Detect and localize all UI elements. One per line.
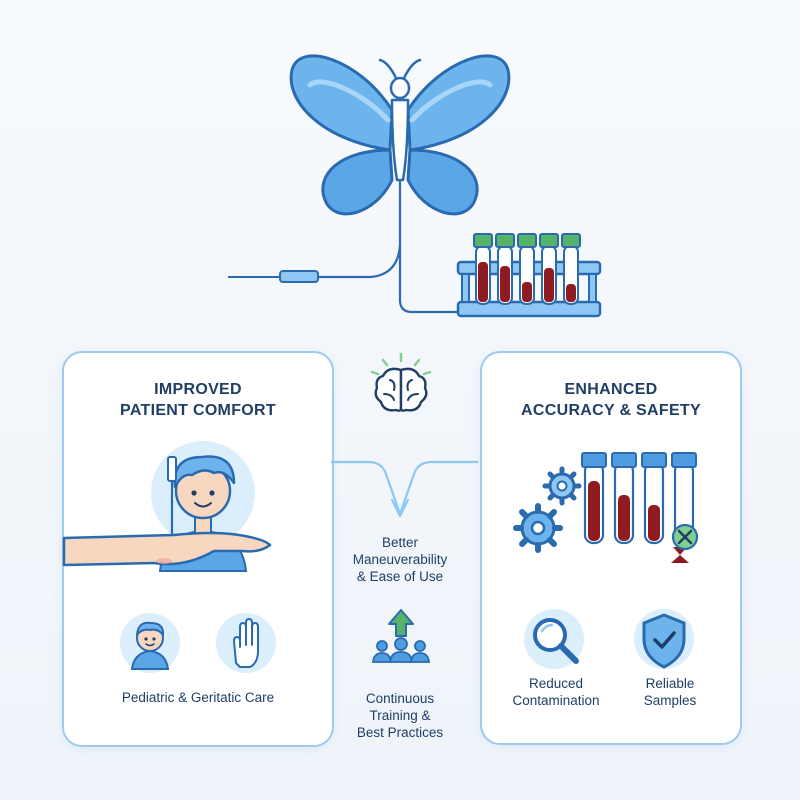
butterfly-needle-icon — [228, 54, 511, 314]
accuracy-safety-title-line1: ENHANCED — [564, 381, 658, 398]
brain-icon — [370, 352, 432, 412]
gears-icon — [513, 466, 582, 553]
reliable-samples-line1: Reliable — [645, 676, 695, 691]
maneuverability-line1: Better — [381, 535, 419, 550]
patient-comfort-title-line1: IMPROVED — [154, 381, 242, 398]
test-tube-rack-icon — [456, 233, 602, 318]
maneuverability-benefit-label: Better Maneuverability & Ease of Use — [335, 534, 465, 585]
team-growth-icon — [371, 609, 431, 663]
patient-comfort-card: IMPROVED PATIENT COMFORT Pediatric — [62, 351, 334, 747]
reliable-samples-label: Reliable Samples — [610, 675, 730, 709]
pediatric-geriatric-caption: Pediatric & Geritatic Care — [121, 690, 275, 705]
accuracy-safety-card: ENHANCED ACCURACY & SAFETY — [480, 351, 742, 745]
accuracy-safety-title: ENHANCED ACCURACY & SAFETY — [482, 379, 740, 421]
patient-comfort-title-line2: PATIENT COMFORT — [120, 402, 276, 419]
reduced-contamination-line1: Reduced — [528, 676, 584, 691]
reliable-samples-line2: Samples — [643, 693, 697, 708]
accuracy-safety-title-line2: ACCURACY & SAFETY — [521, 402, 701, 419]
shield-check-icon — [634, 609, 694, 669]
reduced-contamination-line2: Contamination — [512, 693, 600, 708]
maneuverability-line3: & Ease of Use — [356, 569, 444, 584]
maneuverability-line2: Maneuverability — [352, 552, 448, 567]
elderly-hand-icon — [216, 613, 276, 673]
training-line1: Continuous — [365, 691, 435, 706]
patient-comfort-title: IMPROVED PATIENT COMFORT — [64, 379, 332, 421]
training-label: Continuous Training & Best Practices — [340, 690, 460, 741]
training-line3: Best Practices — [356, 725, 444, 740]
reduced-contamination-label: Reduced Contamination — [496, 675, 616, 709]
blood-sample-tubes-icon — [581, 452, 699, 563]
training-line2: Training & — [369, 708, 431, 723]
child-patient-icon — [120, 613, 180, 673]
magnifier-icon — [524, 609, 584, 669]
patient-blood-draw-icon — [62, 441, 272, 572]
